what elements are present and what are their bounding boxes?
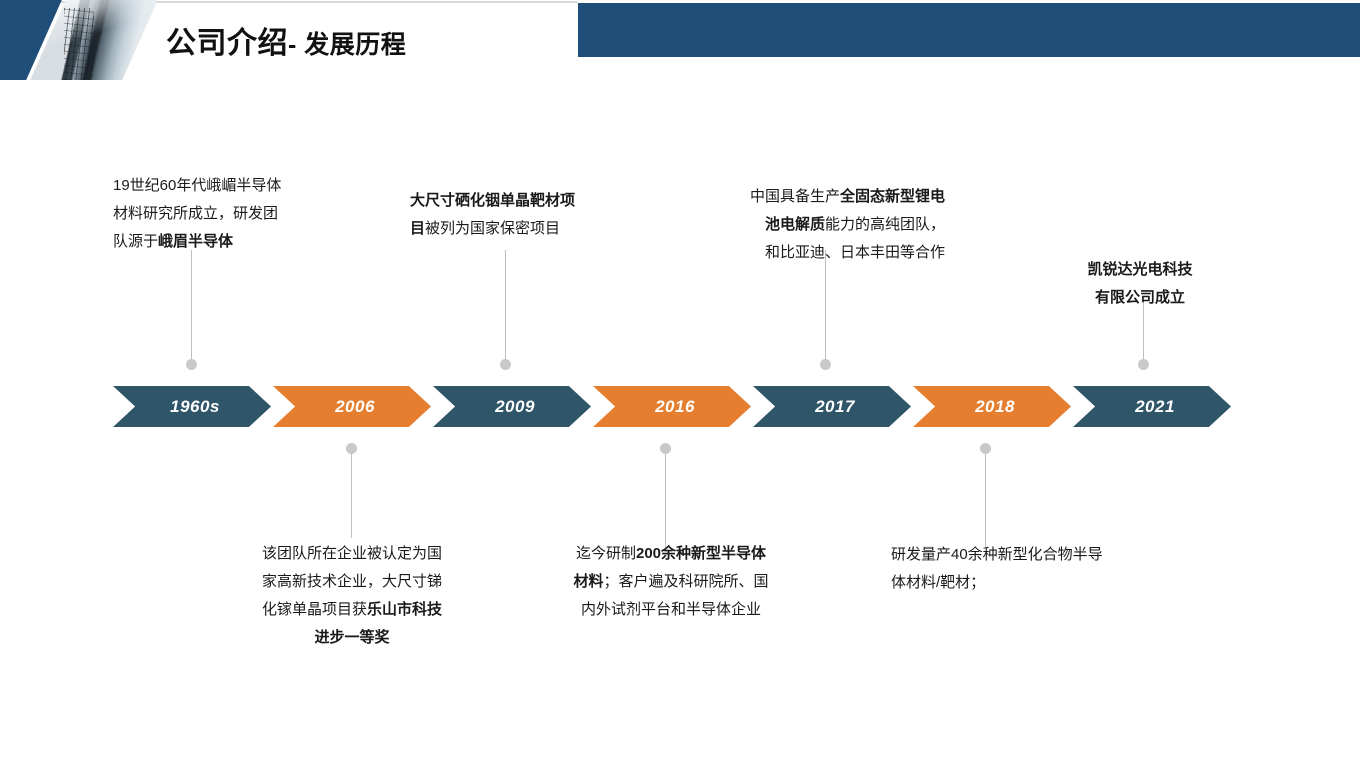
connector-dot bbox=[980, 443, 991, 454]
caption-1960s: 19世纪60年代峨嵋半导体材料研究所成立，研发团队源于峨眉半导体 bbox=[113, 177, 282, 250]
page-title: 公司介绍- 发展历程 bbox=[166, 18, 406, 62]
page-title-separator: - bbox=[288, 31, 305, 59]
timeline-year-label: 2009 bbox=[495, 396, 535, 416]
caption-2021: 凯锐达光电科技有限公司成立 bbox=[1087, 261, 1193, 306]
page-title-sub: 发展历程 bbox=[304, 31, 407, 59]
connector-2009 bbox=[500, 250, 511, 370]
header-accent-bar bbox=[578, 3, 1360, 57]
connector-dot bbox=[820, 359, 831, 370]
timeline-arrow-2009[interactable]: 2009 bbox=[433, 386, 591, 427]
connector-dot bbox=[186, 359, 197, 370]
caption-2018: 研发量产40余种新型化合物半导体材料/靶材； bbox=[891, 546, 1103, 591]
page-header: 公司介绍- 发展历程 bbox=[0, 0, 1360, 80]
timeline-arrow-row: 1960s 2006 2009 2016 2017 2018 2021 bbox=[113, 386, 1233, 427]
timeline-arrow-2006[interactable]: 2006 bbox=[273, 386, 431, 427]
timeline-year-label: 2016 bbox=[655, 396, 695, 416]
timeline-arrow-2016[interactable]: 2016 bbox=[593, 386, 751, 427]
connector-line bbox=[825, 250, 826, 360]
timeline-year-label: 2006 bbox=[335, 396, 375, 416]
timeline-year-label: 2017 bbox=[815, 396, 855, 416]
connector-2016 bbox=[660, 443, 671, 548]
caption-2009: 大尺寸硒化铟单晶靶材项目被列为国家保密项目 bbox=[410, 192, 576, 237]
timeline-arrow-2018[interactable]: 2018 bbox=[913, 386, 1071, 427]
timeline-year-label: 2021 bbox=[1135, 396, 1175, 416]
connector-2006 bbox=[346, 443, 357, 538]
caption-2006: 该团队所在企业被认定为国家高新技术企业，大尺寸锑化镓单晶项目获乐山市科技进步一等… bbox=[261, 545, 443, 646]
timeline-year-label: 2018 bbox=[975, 396, 1015, 416]
connector-dot bbox=[660, 443, 671, 454]
connector-dot bbox=[346, 443, 357, 454]
timeline-year-label: 1960s bbox=[170, 396, 220, 416]
page-title-main: 公司介绍 bbox=[166, 27, 288, 60]
connector-line bbox=[985, 453, 986, 548]
caption-2016: 迄今研制200余种新型半导体材料；客户遍及科研院所、国内外试剂平台和半导体企业 bbox=[573, 545, 769, 618]
timeline-arrow-2021[interactable]: 2021 bbox=[1073, 386, 1231, 427]
caption-2017: 中国具备生产全固态新型锂电池电解质能力的高纯团队，和比亚迪、日本丰田等合作 bbox=[749, 188, 945, 261]
connector-1960s bbox=[186, 250, 197, 370]
connector-line bbox=[1143, 300, 1144, 360]
connector-dot bbox=[500, 359, 511, 370]
header-divider-rule bbox=[0, 1, 578, 3]
connector-2017 bbox=[820, 250, 831, 370]
connector-line bbox=[665, 453, 666, 548]
connector-line bbox=[505, 250, 506, 360]
skyscraper-photo-icon bbox=[0, 0, 160, 80]
connector-line bbox=[191, 250, 192, 360]
connector-line bbox=[351, 453, 352, 538]
connector-dot bbox=[1138, 359, 1149, 370]
connector-2018 bbox=[980, 443, 991, 548]
connector-2021 bbox=[1138, 300, 1149, 370]
timeline-arrow-2017[interactable]: 2017 bbox=[753, 386, 911, 427]
timeline-arrow-1960s[interactable]: 1960s bbox=[113, 386, 271, 427]
